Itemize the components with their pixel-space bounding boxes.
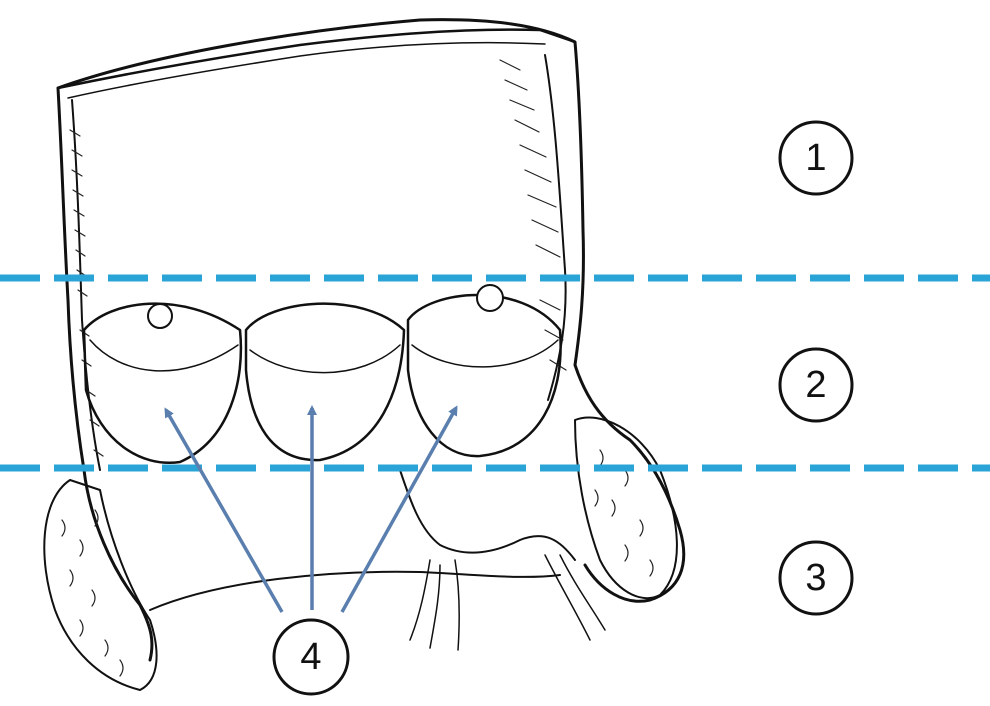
cusp-middle: [246, 304, 404, 460]
label-2: 2: [780, 349, 852, 421]
right-wall-hatching: [500, 60, 566, 370]
label-3-text: 3: [805, 557, 826, 599]
specimen-sketch: [44, 20, 683, 690]
cusp-arrows: [166, 408, 456, 612]
chordae: [410, 555, 605, 650]
body-outline: [58, 20, 684, 660]
coronary-ostium-right: [477, 285, 503, 311]
label-4: 4: [274, 620, 348, 694]
arrow-to-left-cusp: [166, 410, 282, 612]
label-3: 3: [780, 542, 852, 614]
label-1: 1: [780, 122, 852, 194]
top-rim-inner: [68, 43, 545, 98]
label-4-text: 4: [300, 636, 321, 678]
coronary-ostium-left: [148, 304, 172, 328]
label-2-text: 2: [805, 364, 826, 406]
top-rim: [58, 30, 575, 88]
lower-chamber: [400, 470, 575, 560]
tissue-left: [44, 480, 156, 690]
cusp-left: [84, 304, 241, 463]
cusp-right: [408, 285, 561, 456]
label-1-text: 1: [805, 137, 826, 179]
